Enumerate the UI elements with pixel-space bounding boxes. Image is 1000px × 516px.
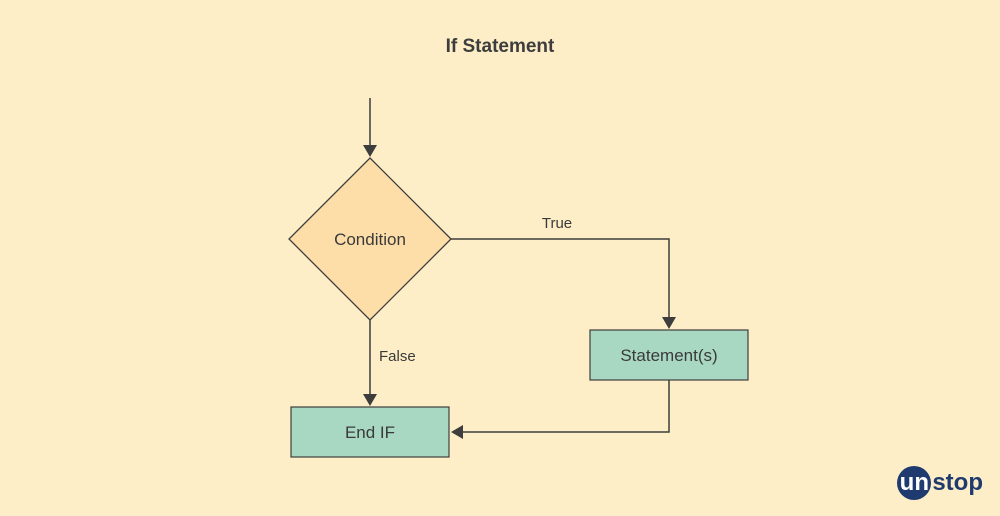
true-edge-label: True xyxy=(542,215,572,232)
end-if-box xyxy=(290,406,450,458)
diagram-title: If Statement xyxy=(445,36,555,57)
return-arrowhead xyxy=(451,425,463,439)
unstop-logo: un stop xyxy=(897,466,983,500)
logo-text: stop xyxy=(932,469,983,496)
statements-box xyxy=(589,329,749,381)
false-arrowhead xyxy=(363,394,377,406)
condition-label: Condition xyxy=(334,230,406,249)
return-edge xyxy=(462,380,670,433)
logo-circle: un xyxy=(897,466,932,500)
true-edge xyxy=(451,238,670,318)
false-edge-label: False xyxy=(379,348,416,365)
entry-arrowhead xyxy=(363,145,377,157)
statements-label: Statement(s) xyxy=(620,346,717,365)
end-if-label: End IF xyxy=(345,423,395,442)
true-arrowhead xyxy=(662,317,676,329)
